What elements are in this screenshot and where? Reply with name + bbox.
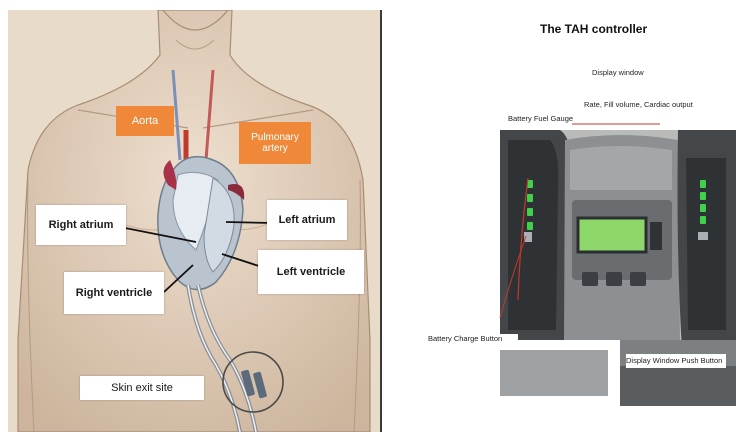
push-button-2	[606, 272, 622, 286]
rate-fill-output-annotation: Rate, Fill volume, Cardiac output	[584, 100, 693, 110]
pulmonary-artery-label: Pulmonary artery	[239, 122, 311, 164]
left-atrium-label: Left atrium	[267, 200, 347, 240]
left-ventricle-label: Left ventricle	[258, 250, 364, 294]
display-window	[578, 218, 646, 252]
right-ventricle-label: Right ventricle	[64, 272, 164, 314]
right-atrium-label: Right atrium	[36, 205, 126, 245]
battery-fuel-gauge-annotation: Battery Fuel Gauge	[508, 114, 573, 124]
left-atrium-pointer	[226, 222, 273, 223]
push-button-1	[582, 272, 598, 286]
aorta-label: Aorta	[116, 106, 174, 136]
skin-exit-site-label: Skin exit site	[80, 376, 204, 400]
push-button-3	[630, 272, 646, 286]
controller-title: The TAH controller	[540, 22, 647, 36]
battery-charge-button-annotation: Battery Charge Button	[428, 334, 518, 344]
display-window-annotation: Display window	[592, 68, 644, 78]
left-charge-button	[524, 232, 532, 242]
display-push-button-annotation: Display Window Push Button	[626, 354, 726, 368]
heart-anatomy-panel: Aorta Pulmonary artery Right atrium Left…	[8, 10, 382, 432]
